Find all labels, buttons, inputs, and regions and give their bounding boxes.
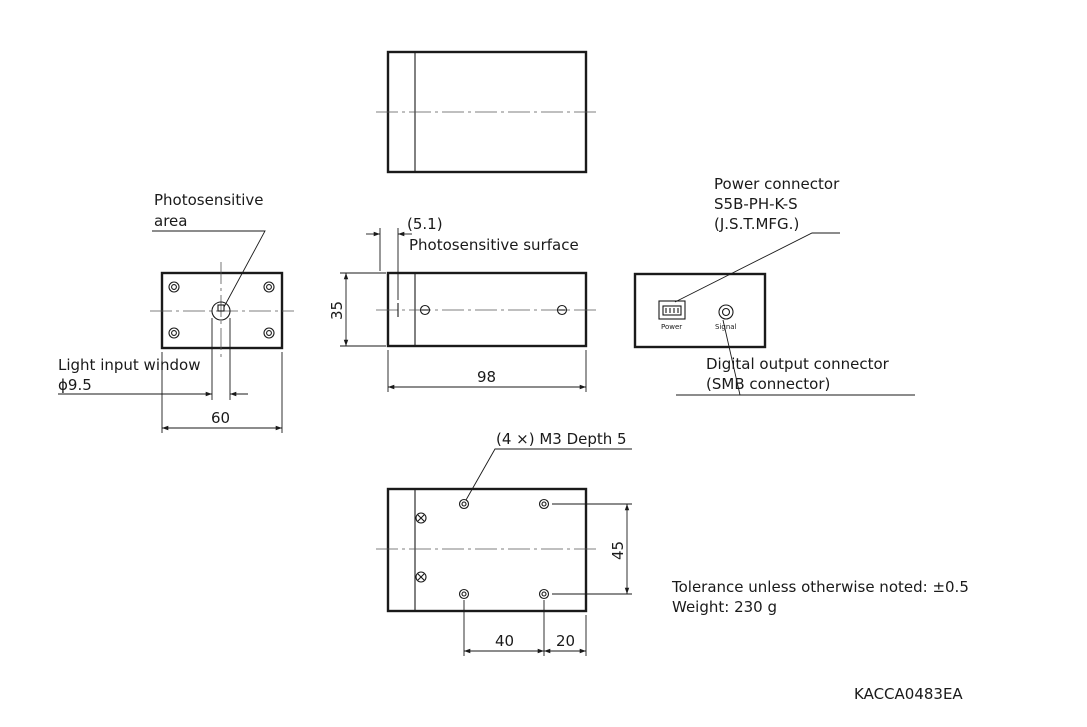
light-input-window-label: Light input window	[58, 356, 200, 374]
screw-icon	[419, 304, 431, 316]
digital-output-label: Digital output connector	[706, 355, 890, 373]
photosensitive-area-icon	[217, 304, 225, 312]
dimension-offset: (5.1)	[407, 215, 443, 233]
screw-icon	[556, 304, 568, 316]
light-input-window-icon	[211, 301, 231, 321]
mount-hole-icon	[458, 498, 470, 510]
photosensitive-area-label: area	[154, 212, 187, 230]
digital-output-type: (SMB connector)	[706, 375, 830, 393]
drawing-code: KACCA0483EA	[854, 685, 963, 703]
mount-hole-icon	[458, 588, 470, 600]
photosensitive-surface-label: Photosensitive surface	[409, 236, 579, 254]
power-port-label: Power	[661, 323, 682, 331]
screw-icon	[168, 281, 180, 293]
screw-icon	[263, 281, 275, 293]
tolerance-note: Tolerance unless otherwise noted: ±0.5	[671, 578, 969, 596]
mount-holes-label: (4 ×) M3 Depth 5	[496, 430, 627, 448]
screw-icon	[263, 327, 275, 339]
front-view	[58, 230, 294, 433]
weight-note: Weight: 230 g	[672, 598, 777, 616]
dimension-length: 98	[477, 368, 496, 386]
screw-icon	[168, 327, 180, 339]
dimension-height: 35	[328, 301, 346, 320]
dimension-hole-edge: 20	[556, 632, 575, 650]
power-connector-part: S5B-PH-K-S	[714, 195, 798, 213]
power-connector-icon	[658, 300, 686, 320]
dimension-hole-spacing-x: 40	[495, 632, 514, 650]
rear-view	[633, 232, 915, 396]
top-view	[376, 50, 598, 174]
mount-hole-icon	[538, 588, 550, 600]
mount-hole-icon	[538, 498, 550, 510]
bottom-view	[376, 448, 632, 656]
photosensitive-area-label: Photosensitive	[154, 191, 263, 209]
dimension-width: 60	[211, 409, 230, 427]
light-input-window-diameter: ϕ9.5	[58, 376, 92, 394]
side-view	[340, 228, 598, 392]
dimension-hole-spacing-y: 45	[609, 541, 627, 560]
power-connector-maker: (J.S.T.MFG.)	[714, 215, 799, 233]
signal-port-label: Signal	[715, 323, 737, 331]
screw-icon	[415, 571, 427, 583]
power-connector-label: Power connector	[714, 175, 840, 193]
screw-icon	[415, 512, 427, 524]
signal-connector-icon	[718, 304, 734, 320]
